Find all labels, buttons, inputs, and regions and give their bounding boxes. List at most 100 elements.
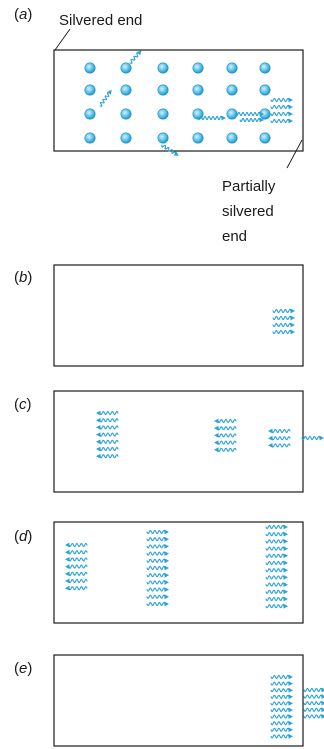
atom bbox=[157, 108, 169, 120]
photon-output bbox=[301, 435, 324, 441]
photon-emitted bbox=[161, 144, 179, 156]
photon-stimulated bbox=[270, 104, 293, 110]
photon-reflected bbox=[214, 447, 237, 453]
atom-grid bbox=[84, 62, 271, 144]
photon-stimulated bbox=[270, 118, 293, 124]
panel-d: (d) bbox=[14, 521, 304, 624]
panel-c: (c) bbox=[14, 390, 324, 493]
photons-c bbox=[96, 410, 324, 459]
photon-forward bbox=[265, 596, 288, 602]
photon-beam bbox=[272, 329, 295, 335]
photon-reflected bbox=[214, 433, 237, 438]
photon-output bbox=[303, 707, 324, 713]
laser-cavity-c bbox=[53, 390, 304, 493]
laser-cavity-b bbox=[53, 264, 304, 367]
photon-reflected bbox=[96, 425, 119, 430]
partially-silvered-label-2: silvered bbox=[222, 203, 274, 220]
photon-emitted bbox=[99, 89, 112, 107]
photon-forward bbox=[265, 531, 288, 537]
photons-a bbox=[99, 50, 293, 156]
photon-forward bbox=[270, 714, 293, 719]
atom bbox=[120, 132, 132, 144]
partially-silvered-leader bbox=[286, 139, 303, 169]
photon-forward bbox=[270, 687, 293, 693]
photon-forward bbox=[270, 694, 293, 700]
atom bbox=[120, 84, 132, 96]
photon-forward bbox=[265, 582, 288, 587]
photon-reflected bbox=[214, 440, 237, 445]
photon-forward bbox=[146, 529, 169, 535]
photon-forward bbox=[146, 594, 169, 600]
atom bbox=[157, 84, 169, 96]
atom bbox=[157, 62, 169, 74]
photon-output bbox=[303, 687, 324, 693]
panel-e-label: (e) bbox=[14, 660, 32, 677]
photon-reflected bbox=[96, 453, 119, 459]
panel-a: (a) Silvered end Partially silvered end bbox=[14, 6, 304, 245]
photon-reflected bbox=[268, 428, 291, 434]
atom bbox=[226, 108, 238, 120]
photon-forward bbox=[270, 701, 293, 706]
photon-reflected bbox=[214, 425, 237, 431]
photon-forward bbox=[270, 734, 293, 739]
photon-forward bbox=[265, 603, 288, 609]
partially-silvered-label-3: end bbox=[222, 228, 247, 245]
atom bbox=[120, 108, 132, 120]
panel-a-label: (a) bbox=[14, 6, 32, 23]
panel-b: (b) bbox=[14, 264, 304, 367]
atom bbox=[192, 132, 204, 144]
photon-reflected bbox=[65, 549, 88, 555]
photon-forward bbox=[270, 720, 293, 726]
panel-b-label: (b) bbox=[14, 269, 32, 286]
photon-stimulated bbox=[235, 111, 264, 117]
photon-forward bbox=[146, 587, 169, 592]
photon-reflected bbox=[96, 432, 119, 437]
photon-beam bbox=[272, 322, 295, 328]
photon-stimulated bbox=[197, 115, 226, 121]
photon-stimulated bbox=[270, 97, 293, 103]
atom bbox=[120, 62, 132, 74]
photon-forward bbox=[265, 567, 288, 573]
photon-forward bbox=[265, 575, 288, 580]
silvered-end-label: Silvered end bbox=[59, 12, 142, 29]
photon-reflected bbox=[96, 410, 119, 416]
photon-forward bbox=[146, 544, 169, 549]
photon-forward bbox=[265, 553, 288, 559]
photons-d bbox=[65, 524, 288, 609]
photon-forward bbox=[265, 539, 288, 544]
photons-e bbox=[270, 674, 324, 739]
photon-forward bbox=[146, 572, 169, 578]
laser-cavity-e bbox=[53, 654, 304, 747]
photon-reflected bbox=[65, 578, 88, 584]
photon-emitted bbox=[129, 50, 142, 64]
photon-stimulated bbox=[270, 111, 293, 117]
atom bbox=[259, 62, 271, 74]
photon-reflected bbox=[268, 443, 291, 448]
laser-cavity-d bbox=[53, 521, 304, 624]
panel-e: (e) bbox=[14, 654, 324, 747]
atom bbox=[84, 84, 96, 96]
atom bbox=[259, 84, 271, 96]
atom bbox=[226, 132, 238, 144]
photon-forward bbox=[146, 580, 169, 585]
photon-output bbox=[303, 714, 324, 719]
photon-forward bbox=[270, 681, 293, 686]
photon-forward bbox=[265, 524, 288, 530]
partially-silvered-label-1: Partially bbox=[222, 178, 276, 195]
panel-d-label: (d) bbox=[14, 528, 32, 545]
photon-forward bbox=[146, 536, 169, 542]
photon-forward bbox=[265, 560, 288, 566]
photon-reflected bbox=[65, 557, 88, 562]
photon-forward bbox=[270, 727, 293, 733]
photon-reflected bbox=[65, 585, 88, 591]
atom bbox=[84, 132, 96, 144]
photon-output bbox=[303, 694, 324, 699]
atom bbox=[259, 132, 271, 144]
photon-reflected bbox=[65, 542, 88, 548]
atom bbox=[226, 84, 238, 96]
photon-forward bbox=[265, 589, 288, 595]
photon-reflected bbox=[96, 446, 119, 452]
photon-reflected bbox=[214, 418, 237, 424]
photon-reflected bbox=[268, 435, 291, 441]
